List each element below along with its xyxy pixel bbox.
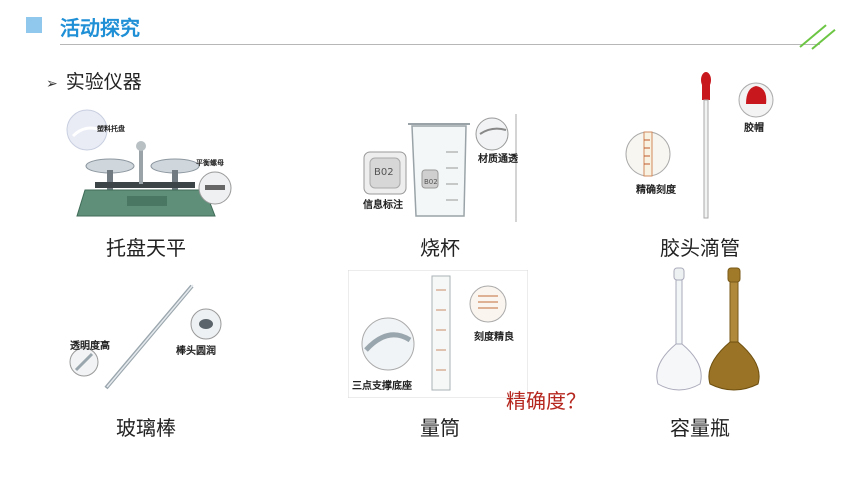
glass-rod-tag-round: 棒头圆润 [176, 346, 216, 357]
beaker-tag-info: 信息标注 [363, 200, 403, 211]
dropper-image [622, 68, 782, 226]
glass-rod-caption: 玻璃棒 [116, 416, 176, 440]
beaker-image [360, 112, 520, 224]
page-title: 活动探究 [60, 16, 140, 40]
balance-tag-nut: 平衡螺母 [196, 159, 224, 167]
volumetric-flask-image [644, 266, 774, 398]
section-title: 实验仪器 [65, 71, 142, 93]
title-divider [60, 44, 820, 45]
balance-tag-tray: 塑料托盘 [97, 125, 125, 133]
bullet-arrow-icon: ➢ [46, 76, 58, 92]
section-heading: ➢ 实验仪器 [46, 67, 142, 94]
volumetric-flask-caption: 容量瓶 [670, 416, 730, 440]
beaker-mark-small: B02 [424, 178, 438, 186]
balance-image [55, 108, 240, 223]
beaker-caption: 烧杯 [420, 236, 460, 260]
beaker-tag-material: 材质通透 [478, 154, 518, 165]
precision-question: 精确度？ [506, 389, 586, 413]
dropper-tag-cap: 胶帽 [744, 123, 764, 134]
cylinder-tag-base: 三点支撑底座 [352, 381, 412, 392]
balance-caption: 托盘天平 [106, 236, 186, 260]
cylinder-tag-scale: 刻度精良 [474, 332, 514, 343]
cylinder-image [347, 269, 529, 399]
title-marker [26, 17, 42, 33]
dropper-caption: 胶头滴管 [660, 236, 740, 260]
glass-rod-image [66, 284, 236, 392]
dropper-tag-scale: 精确刻度 [636, 185, 676, 196]
glass-rod-tag-clear: 透明度高 [70, 341, 110, 352]
cylinder-caption: 量筒 [420, 416, 460, 440]
beaker-mark: B02 [374, 167, 394, 178]
